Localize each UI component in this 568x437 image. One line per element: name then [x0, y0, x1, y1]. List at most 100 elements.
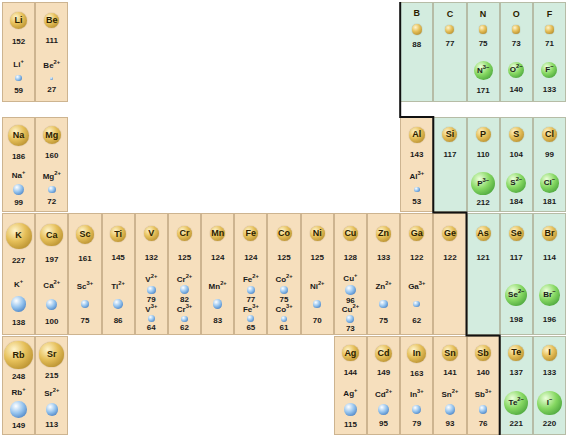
atom-sphere: [479, 25, 488, 34]
atom-section: Mn124: [202, 214, 233, 274]
ion-section: S2−184: [501, 168, 532, 211]
element-cell: Ga122Ga3+62: [400, 213, 433, 335]
cation-sphere: [48, 186, 56, 194]
ion-section: Ca2+ 100: [36, 274, 67, 334]
atom-sphere: Sr: [39, 342, 64, 367]
element-symbol: Ti: [114, 230, 122, 239]
ion-symbol: Br−: [543, 291, 555, 299]
element-symbol: Ge: [444, 229, 456, 238]
ion-section: Cr2+82Cr3+62: [169, 274, 200, 334]
radius-value: 88: [412, 41, 421, 49]
anion-sphere: N3−: [474, 61, 493, 80]
ion-section: [468, 274, 499, 334]
atom-sphere: Ca: [40, 224, 63, 247]
cation-sphere: [10, 401, 26, 417]
element-cell: Mn124Mn2+83: [201, 213, 234, 335]
element-symbol: I: [548, 348, 551, 357]
radius-value: 143: [410, 151, 423, 159]
element-symbol: Al: [412, 130, 421, 139]
atom-sphere: S: [509, 127, 524, 142]
element-cell: Ag144Ag+115: [334, 336, 367, 435]
atom-sphere: Li: [10, 12, 28, 30]
radius-value: 79: [147, 296, 156, 304]
ion-symbol: Cr3+: [177, 306, 192, 314]
radius-value: 133: [377, 254, 390, 262]
atom-section: Cl99: [534, 118, 565, 168]
element-cell: O73O2−140: [500, 2, 533, 102]
ion-section: Be2+27: [36, 55, 67, 101]
ion-symbol: Co3+: [275, 306, 292, 314]
ion-symbol: Te2−: [509, 399, 524, 407]
element-symbol: P: [480, 130, 486, 139]
ion-symbol: Ca2+: [43, 282, 60, 290]
atom-section: P110: [468, 118, 499, 168]
ion-section: Se2−198: [501, 274, 532, 334]
atom-sphere: Cl: [542, 127, 557, 142]
element-symbol: Si: [446, 130, 455, 139]
atom-section: Fe124: [235, 214, 266, 274]
radius-value: 125: [311, 254, 324, 262]
cation-sphere: [247, 315, 254, 322]
element-cell: Cd149Cd2+95: [367, 336, 400, 435]
radius-value: 79: [412, 420, 421, 428]
ion-section: [434, 55, 465, 101]
radius-value: 138: [12, 319, 25, 327]
radius-value: 99: [14, 199, 23, 207]
element-symbol: Br: [544, 229, 554, 238]
ion-symbol: Mn2+: [209, 283, 227, 291]
ion-section: Mg2+72: [36, 168, 67, 211]
element-symbol: C: [447, 10, 454, 19]
radius-value: 132: [145, 254, 158, 262]
atom-section: Ag144: [335, 337, 366, 385]
atom-sphere: V: [144, 226, 159, 241]
element-symbol: Ca: [46, 231, 58, 240]
ion-symbol: Zn2+: [375, 283, 391, 291]
atom-section: Sn141: [434, 337, 465, 385]
ion-section: F−133: [534, 55, 565, 101]
ion-symbol: Ti2+: [111, 283, 125, 291]
ion-section: N3−171: [468, 55, 499, 101]
radius-value: 160: [45, 152, 58, 160]
atom-sphere: Br: [542, 226, 557, 241]
ion-section: [434, 274, 465, 334]
ion-symbol: Sc3+: [77, 283, 93, 291]
radius-value: 124: [211, 254, 224, 262]
ion-section: P3−212: [468, 168, 499, 211]
radius-value: 198: [510, 316, 523, 324]
cation-sphere: [247, 286, 256, 295]
element-symbol: Sc: [79, 230, 90, 239]
ion-section: Cd2+95: [368, 385, 399, 434]
element-symbol: Sb: [477, 349, 489, 358]
ion-symbol: Li+: [13, 61, 23, 69]
atom-sphere: Ga: [409, 226, 424, 241]
atom-sphere: Ag: [342, 345, 359, 362]
atom-section: V 132: [136, 214, 167, 274]
radius-value: 163: [410, 370, 423, 378]
cation-sphere: [345, 285, 356, 296]
atom-sphere: Sc: [76, 225, 95, 244]
cation-sphere: [180, 285, 189, 294]
element-cell: In163In3+79: [400, 336, 433, 435]
radius-value: 137: [510, 369, 523, 377]
radius-value: 95: [379, 420, 388, 428]
element-cell: Be111Be2+27: [35, 2, 68, 102]
atom-sphere: Co: [277, 226, 292, 241]
radius-value: 181: [543, 198, 556, 206]
radius-value: 227: [12, 257, 25, 265]
radius-value: 248: [12, 373, 25, 381]
element-cell: Sb140Sb3+76: [467, 336, 500, 435]
element-symbol: Fe: [246, 229, 257, 238]
atom-sphere: Fe: [243, 226, 258, 241]
ion-section: Al3+53: [401, 168, 432, 211]
element-cell: S104S2−184: [500, 117, 533, 212]
atom-sphere: Na: [8, 125, 29, 146]
radius-value: 220: [543, 420, 556, 428]
element-symbol: As: [477, 229, 489, 238]
radius-value: 100: [45, 318, 58, 326]
element-symbol: Zn: [378, 229, 389, 238]
ion-symbol: In3+: [410, 391, 424, 399]
ion-symbol: Cl−: [544, 179, 555, 187]
radius-value: 64: [147, 324, 156, 332]
atom-sphere: [545, 25, 553, 33]
cation-sphere: [181, 316, 188, 323]
